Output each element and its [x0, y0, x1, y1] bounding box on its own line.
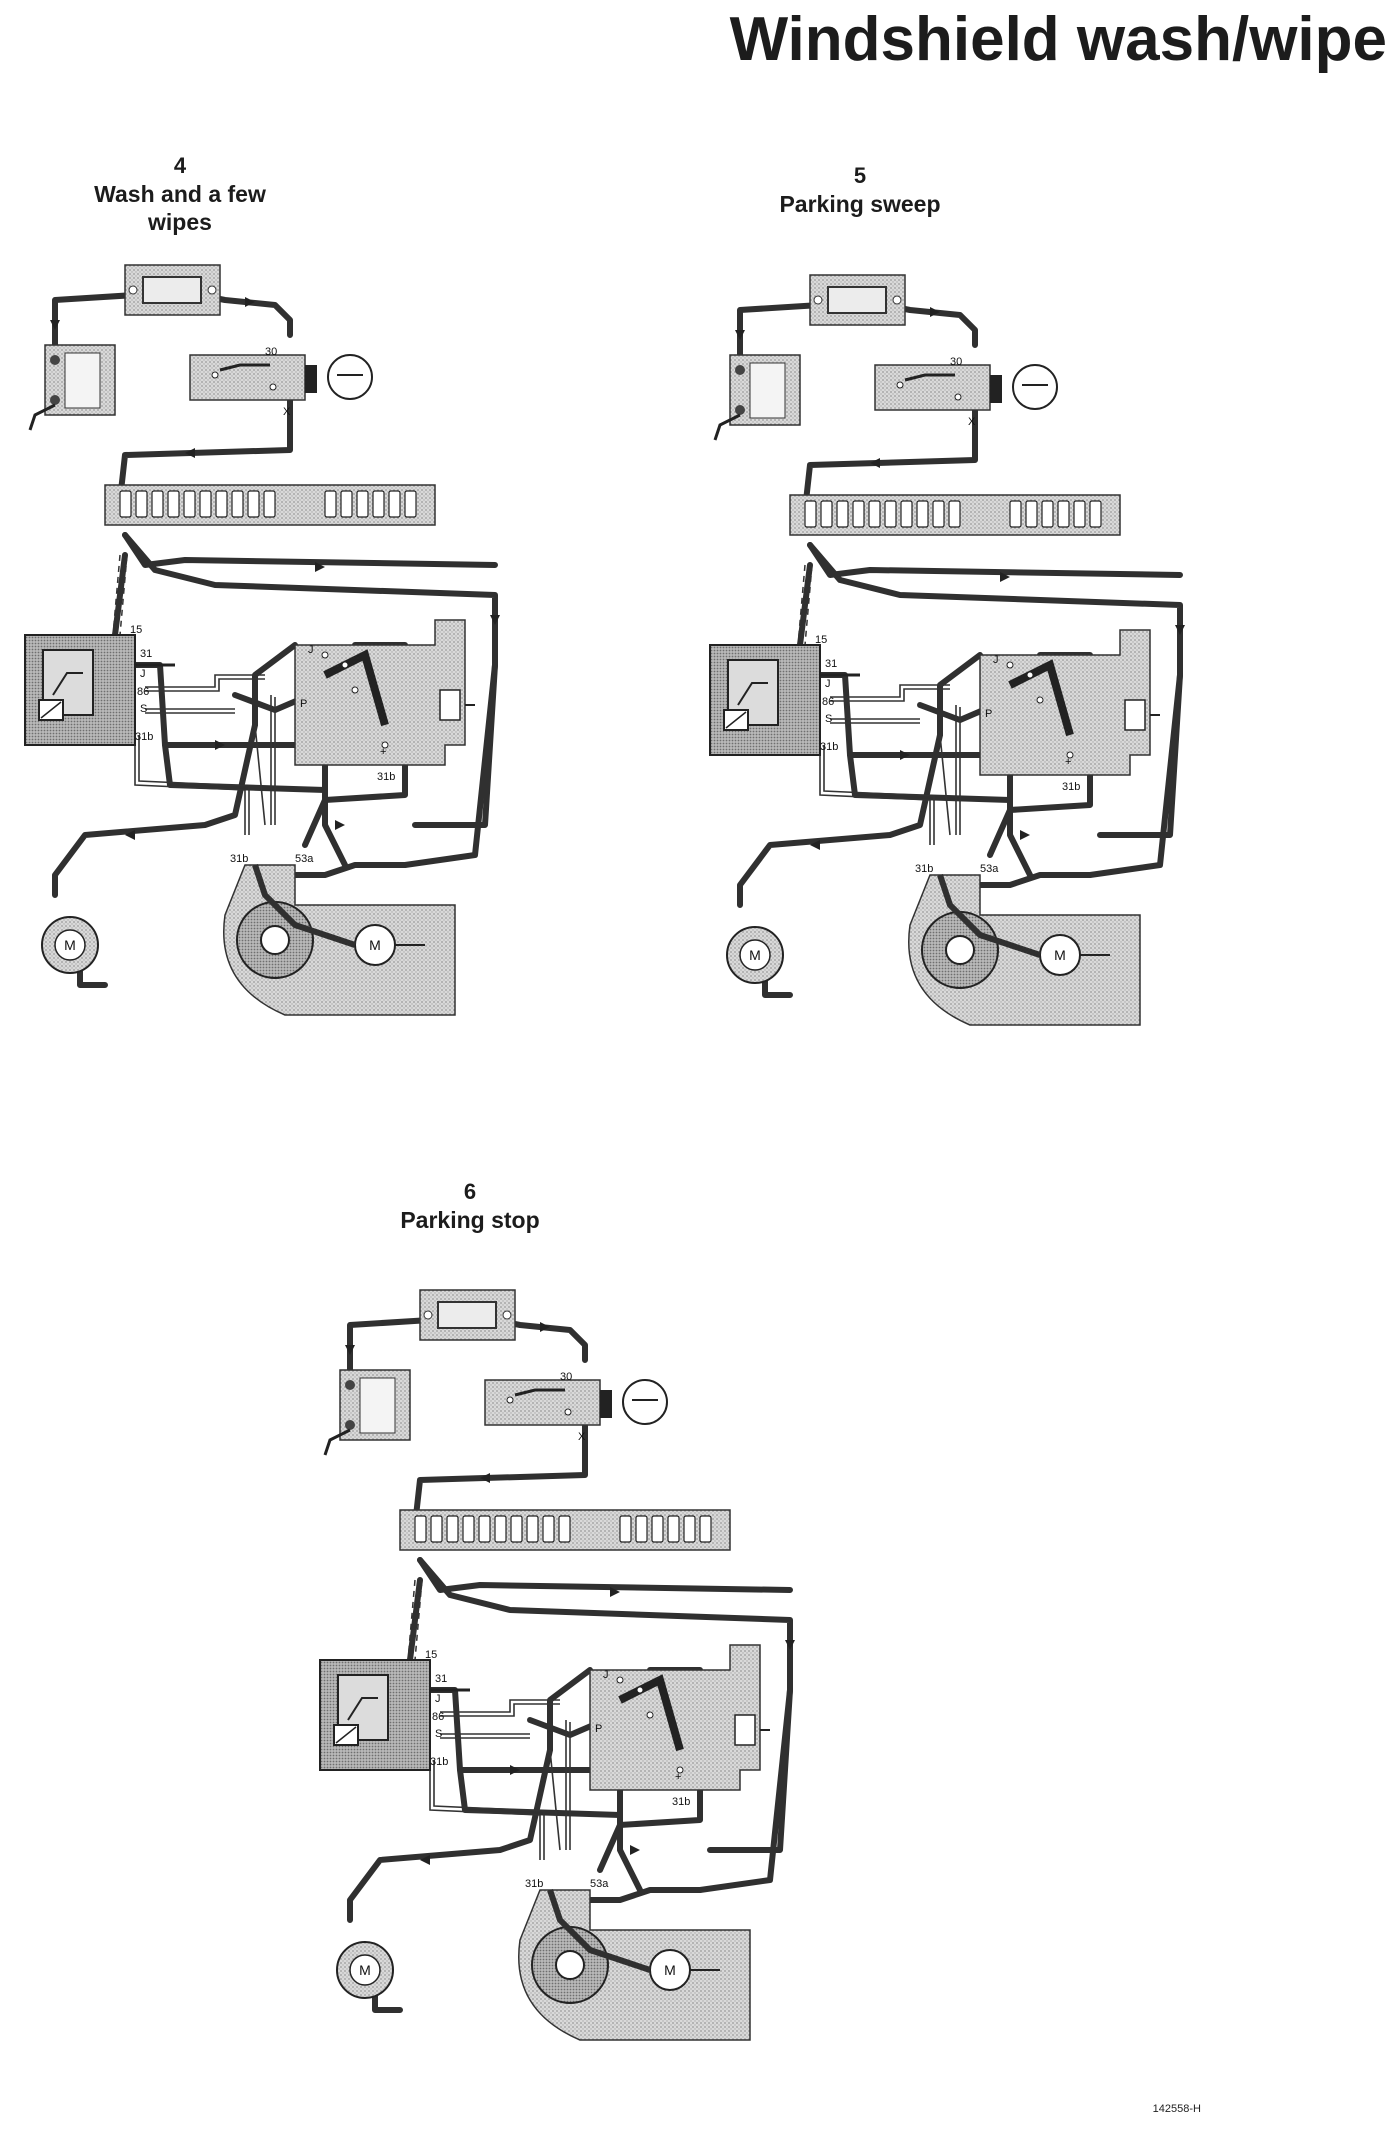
panel-6-header: 6 Parking stop [350, 1178, 590, 1234]
panel-5-caption: Parking sweep [779, 191, 941, 217]
circuit-panel-4 [25, 265, 500, 1015]
panel-5-header: 5 Parking sweep [740, 162, 980, 218]
panel-4-header: 4 Wash and a few wipes [60, 152, 300, 236]
figure-code: 142558-H [1152, 2103, 1201, 2115]
panel-4-number: 4 [173, 153, 187, 178]
circuit-panel-5 [710, 275, 1185, 1025]
page-title: Windshield wash/wipe [729, 5, 1387, 74]
panel-6-caption: Parking stop [400, 1207, 540, 1233]
panel-6-number: 6 [463, 1179, 477, 1204]
panel-4-caption: Wash and a few wipes [94, 181, 266, 235]
circuit-panel-6 [320, 1290, 795, 2040]
panel-5-number: 5 [853, 163, 867, 188]
